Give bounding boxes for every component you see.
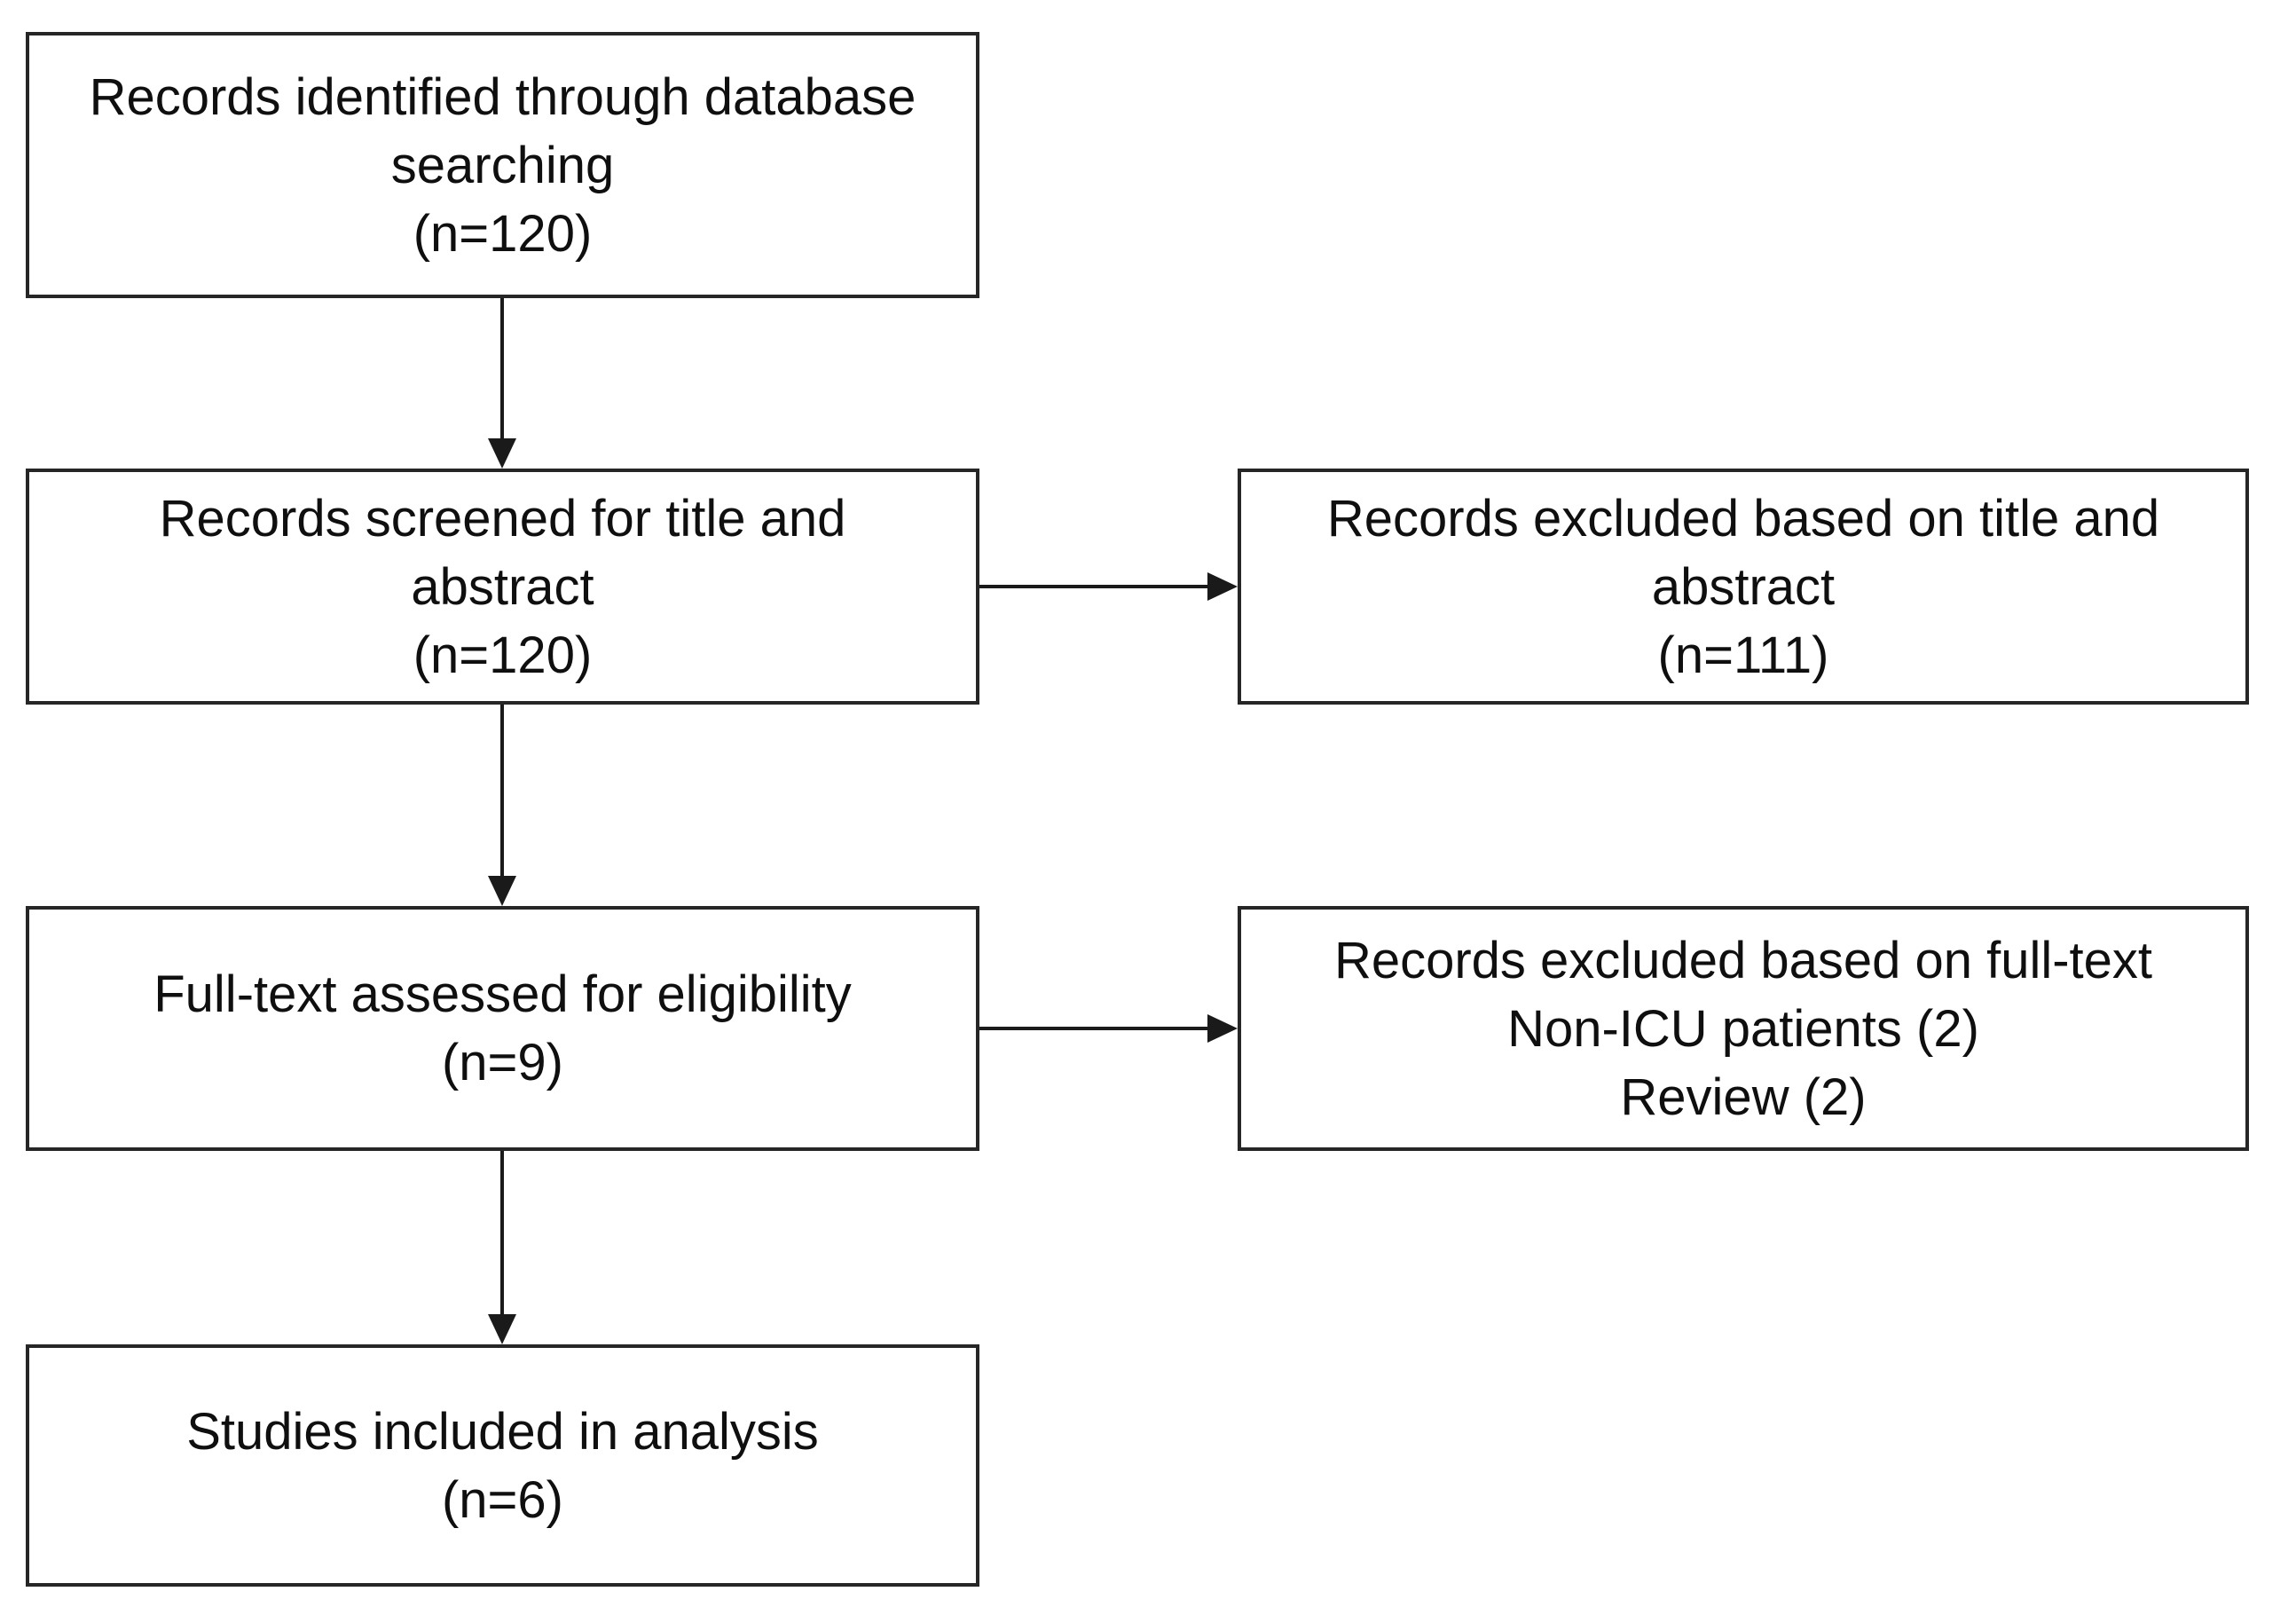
flow-box-excluded-full-text: Records excluded based on full-text Non-…	[1238, 906, 2249, 1151]
flow-box-included: Studies included in analysis (n=6)	[26, 1344, 979, 1587]
box-text-line: Records excluded based on title and	[1326, 489, 2160, 548]
arrow-line	[979, 1027, 1207, 1030]
box-text-line: Records excluded based on full-text	[1333, 931, 2153, 989]
flow-box-screening: Records screened for title and abstract …	[26, 469, 979, 705]
arrow-right-icon	[1207, 572, 1238, 601]
box-count-line: (n=120)	[413, 204, 593, 263]
box-text-line: Review (2)	[1620, 1068, 1867, 1126]
box-text-line: Records screened for title and	[159, 489, 846, 548]
box-text-line: Non-ICU patients (2)	[1507, 999, 1979, 1058]
arrow-right-icon	[1207, 1014, 1238, 1043]
arrow-line	[500, 705, 504, 876]
box-count-line: (n=9)	[441, 1034, 563, 1091]
arrow-line	[979, 585, 1207, 588]
arrow-down-icon	[488, 876, 516, 906]
box-text-line: Full-text assessed for eligibility	[153, 965, 852, 1023]
flow-box-excluded-title-abstract: Records excluded based on title and abst…	[1238, 469, 2249, 705]
arrow-line	[500, 298, 504, 438]
arrow-down-icon	[488, 1314, 516, 1344]
box-text-line: abstract	[1651, 557, 1836, 616]
box-text-line: Studies included in analysis	[186, 1402, 819, 1461]
flow-box-full-text-eligibility: Full-text assessed for eligibility (n=9)	[26, 906, 979, 1151]
box-text-line: abstract	[411, 557, 594, 616]
box-count-line: (n=120)	[413, 626, 593, 684]
flow-box-identification: Records identified through database sear…	[26, 32, 979, 298]
arrow-down-icon	[488, 438, 516, 469]
box-text-line: Records identified through database	[89, 67, 916, 126]
box-text-line: searching	[390, 136, 615, 194]
box-count-line: (n=111)	[1657, 626, 1829, 684]
box-count-line: (n=6)	[441, 1470, 563, 1529]
arrow-line	[500, 1151, 504, 1314]
